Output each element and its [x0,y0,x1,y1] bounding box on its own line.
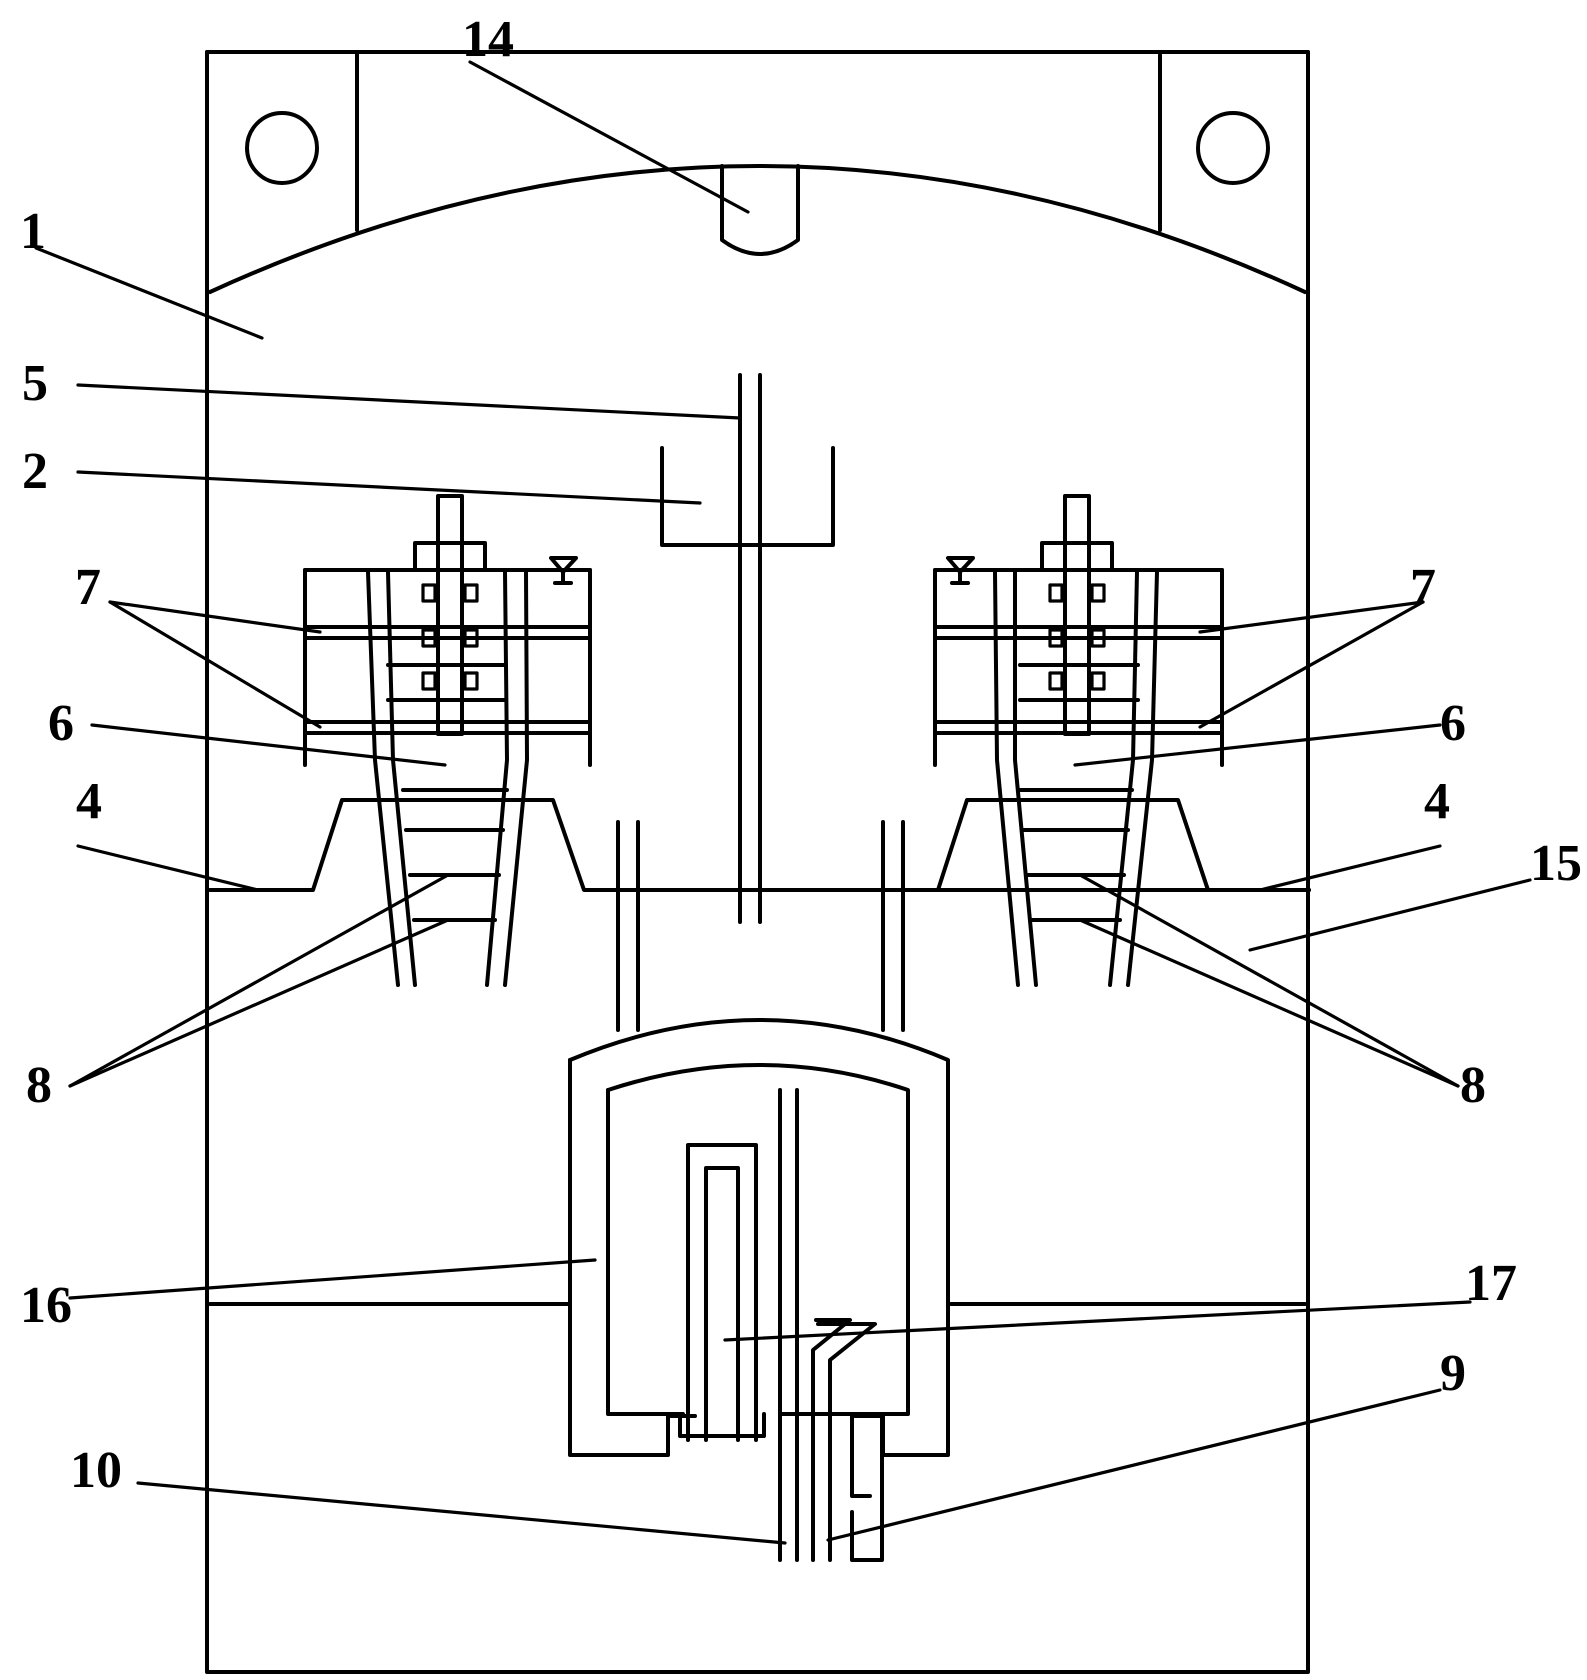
vessel-body [205,50,1310,1674]
lifting-lug-left [205,50,359,232]
label-5: 5 [22,355,48,412]
label-7-left: 7 [75,559,101,616]
label-4-right: 4 [1424,773,1450,830]
label-14: 14 [462,11,514,68]
right-stage-assembly [933,494,1224,987]
label-1: 1 [20,203,46,260]
connection-pipes [616,820,905,1032]
label-2: 2 [22,443,48,500]
leader-lines [34,60,1532,1545]
partition-tray [208,798,1311,892]
label-6-right: 6 [1440,695,1466,752]
inner-t-element [678,1143,766,1442]
label-4-left: 4 [76,773,102,830]
label-8-right: 8 [1460,1057,1486,1114]
label-7-right: 7 [1410,559,1436,616]
label-10: 10 [70,1442,122,1499]
bottom-housing [208,1018,1310,1457]
lifting-lug-right [1158,50,1310,232]
part-labels: 14 1 5 2 7 7 6 6 4 4 15 8 8 16 17 9 10 [20,11,1582,1499]
agitator-cup [660,446,835,547]
label-9: 9 [1440,1345,1466,1402]
left-stage-assembly [303,494,592,987]
bottom-tubes [778,1088,884,1562]
top-port [720,164,800,256]
label-17: 17 [1465,1255,1517,1312]
central-shaft [738,373,762,924]
label-16: 16 [20,1277,72,1334]
label-8-left: 8 [26,1057,52,1114]
label-15: 15 [1530,835,1582,892]
label-6-left: 6 [48,695,74,752]
